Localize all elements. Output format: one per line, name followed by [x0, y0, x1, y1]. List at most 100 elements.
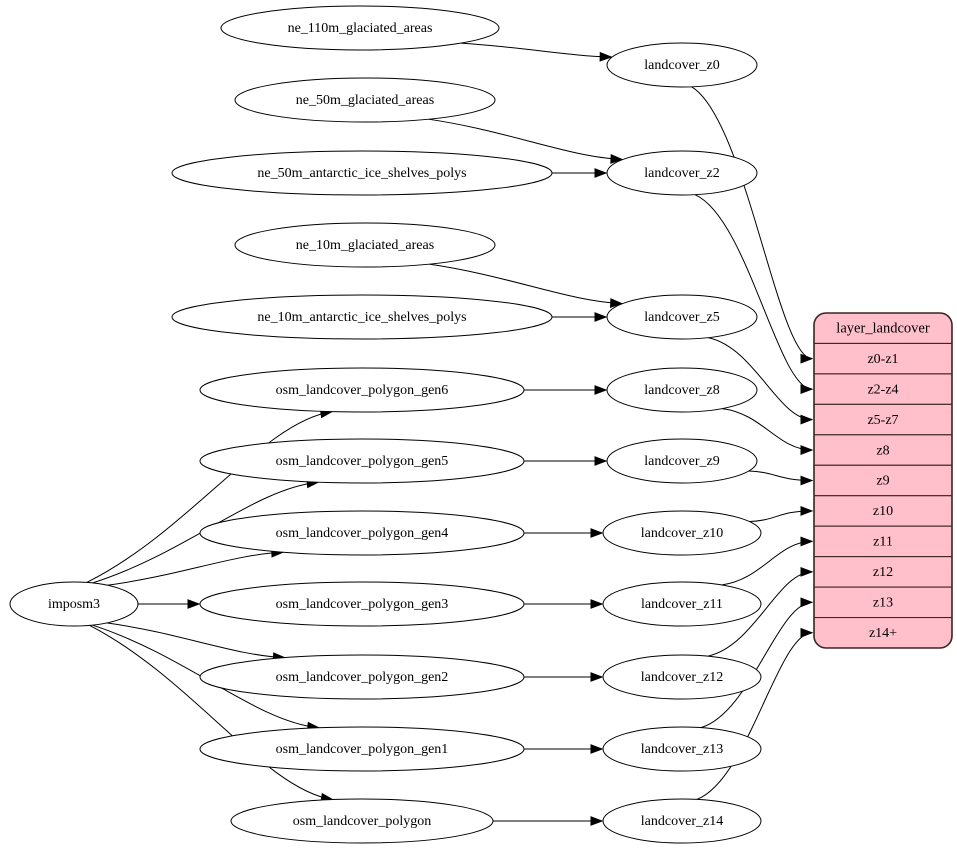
node-shape [602, 510, 762, 556]
edge-imposm3-to-osm_landcover_polygon_gen6 [86, 411, 332, 583]
node-label: ne_110m_glaciated_areas [288, 21, 433, 36]
table-row-label: z2-z4 [867, 382, 898, 397]
edge-landcover_z0-to-layer_landcover_z0-z1-arrowhead [800, 353, 814, 364]
edge-landcover_z11-to-layer_landcover_z11-arrowhead [800, 536, 814, 547]
node-shape [602, 654, 762, 700]
node-shape [199, 726, 525, 772]
node-ne_10m_antarctic_ice_shelves_polys[interactable]: ne_10m_antarctic_ice_shelves_polys [171, 294, 553, 340]
table-row-label: z13 [873, 596, 893, 611]
edge-ne_50m_glaciated_areas-to-landcover_z2-arrowhead [610, 153, 624, 164]
edge-ne_10m_antarctic_ice_shelves_polys-to-landcover_z5-arrowhead [594, 312, 608, 322]
node-label: osm_landcover_polygon_gen4 [276, 526, 449, 541]
node-landcover_z10[interactable]: landcover_z10 [602, 510, 762, 556]
edge-osm_landcover_polygon_gen6-to-landcover_z8-arrowhead [594, 385, 608, 395]
node-osm_landcover_polygon_gen5[interactable]: osm_landcover_polygon_gen5 [199, 438, 525, 484]
node-shape [220, 5, 500, 51]
node-landcover_z13[interactable]: landcover_z13 [602, 726, 762, 772]
node-label: landcover_z12 [641, 670, 723, 685]
edge-imposm3-to-osm_landcover_polygon [89, 624, 333, 801]
node-imposm3[interactable]: imposm3 [9, 581, 139, 627]
edge-landcover_z0-to-layer_landcover_z0-z1 [691, 86, 813, 360]
node-shape [171, 294, 553, 340]
edge-imposm3-to-osm_landcover_polygon_gen3-arrowhead [187, 599, 201, 609]
table-row-z12[interactable] [814, 556, 952, 588]
edge-imposm3-to-osm_landcover_polygon_gen4 [107, 551, 283, 586]
table-row-label: z8 [876, 443, 889, 458]
node-landcover_z2[interactable]: landcover_z2 [606, 150, 758, 196]
node-label: landcover_z0 [644, 58, 719, 73]
node-label: osm_landcover_polygon_gen6 [276, 383, 449, 398]
node-label: landcover_z2 [644, 166, 719, 181]
node-shape [602, 726, 762, 772]
edge-landcover_z14-to-layer_landcover_z14_-arrowhead [800, 627, 814, 638]
edge-ne_110m_glaciated_areas-to-landcover_z0-arrowhead [599, 51, 613, 62]
node-osm_landcover_polygon_gen4[interactable]: osm_landcover_polygon_gen4 [199, 510, 525, 556]
node-osm_landcover_polygon_gen2[interactable]: osm_landcover_polygon_gen2 [199, 654, 525, 700]
node-shape [230, 798, 494, 844]
edge-landcover_z12-to-layer_landcover_z12-arrowhead [800, 566, 814, 577]
edge-osm_landcover_polygon_gen5-to-landcover_z9-arrowhead [594, 456, 608, 466]
node-ne_10m_glaciated_areas[interactable]: ne_10m_glaciated_areas [234, 222, 496, 268]
node-label: imposm3 [48, 597, 100, 612]
edge-osm_landcover_polygon_gen4-to-landcover_z10-arrowhead [590, 528, 604, 538]
node-shape [602, 798, 762, 844]
node-ne_110m_glaciated_areas[interactable]: ne_110m_glaciated_areas [220, 5, 500, 51]
node-label: ne_10m_antarctic_ice_shelves_polys [257, 310, 466, 325]
table-row-label: z0-z1 [867, 352, 898, 367]
edge-imposm3-to-osm_landcover_polygon_gen2 [106, 622, 285, 659]
node-landcover_z12[interactable]: landcover_z12 [602, 654, 762, 700]
node-shape [602, 581, 762, 627]
node-shape [606, 438, 758, 484]
node-shape [171, 150, 553, 196]
node-shape [606, 367, 758, 413]
table-row-label: z11 [873, 535, 893, 550]
node-shape [234, 222, 496, 268]
node-landcover_z0[interactable]: landcover_z0 [606, 42, 758, 88]
node-label: ne_50m_glaciated_areas [296, 93, 434, 108]
edge-landcover_z10-to-layer_landcover_z10-arrowhead [800, 506, 814, 516]
node-label: ne_10m_glaciated_areas [296, 238, 434, 253]
edge-ne_10m_glaciated_areas-to-landcover_z5-arrowhead [609, 298, 624, 308]
table-row-z2-z4[interactable] [814, 373, 952, 405]
node-label: landcover_z11 [641, 597, 723, 612]
edge-osm_landcover_polygon_gen3-to-landcover_z11-arrowhead [590, 599, 604, 609]
node-landcover_z8[interactable]: landcover_z8 [606, 367, 758, 413]
table-outline [813, 312, 953, 649]
node-landcover_z14[interactable]: landcover_z14 [602, 798, 762, 844]
table-row-z8[interactable] [814, 434, 952, 466]
node-landcover_z9[interactable]: landcover_z9 [606, 438, 758, 484]
table-row-z13[interactable] [814, 586, 952, 619]
node-shape [9, 581, 139, 627]
table-row-z0-z1[interactable] [814, 342, 952, 375]
node-ne_50m_antarctic_ice_shelves_polys[interactable]: ne_50m_antarctic_ice_shelves_polys [171, 150, 553, 196]
node-shape [234, 77, 496, 123]
node-osm_landcover_polygon[interactable]: osm_landcover_polygon [230, 798, 494, 844]
table-row-z9[interactable] [814, 464, 952, 497]
edge-landcover_z14-to-layer_landcover_z14_ [696, 632, 813, 800]
node-label: landcover_z13 [641, 742, 723, 757]
node-osm_landcover_polygon_gen6[interactable]: osm_landcover_polygon_gen6 [199, 367, 525, 413]
table-row-z14+[interactable] [814, 616, 952, 648]
edge-ne_50m_glaciated_areas-to-landcover_z2 [428, 118, 623, 160]
node-label: osm_landcover_polygon [293, 814, 431, 829]
edge-osm_landcover_polygon_gen1-to-landcover_z13-arrowhead [590, 744, 604, 754]
edge-landcover_z2-to-layer_landcover_z2-z4-arrowhead [800, 384, 814, 395]
node-shape [606, 150, 758, 196]
node-ne_50m_glaciated_areas[interactable]: ne_50m_glaciated_areas [234, 77, 496, 123]
table-header-label: layer_landcover [836, 321, 930, 337]
node-osm_landcover_polygon_gen1[interactable]: osm_landcover_polygon_gen1 [199, 726, 525, 772]
nodes-layer: imposm3 ne_110m_glaciated_areas ne_50m_gla… [9, 5, 762, 844]
node-landcover_z11[interactable]: landcover_z11 [602, 581, 762, 627]
node-label: landcover_z8 [644, 383, 719, 398]
edge-landcover_z13-to-layer_landcover_z13-arrowhead [800, 597, 814, 608]
edge-landcover_z8-to-layer_landcover_z8-arrowhead [800, 445, 814, 455]
edge-ne_10m_glaciated_areas-to-landcover_z5 [429, 263, 622, 305]
table-row-label: z10 [873, 504, 893, 519]
node-label: osm_landcover_polygon_gen5 [276, 454, 449, 469]
table-row-label: z5-z7 [867, 413, 898, 428]
node-osm_landcover_polygon_gen3[interactable]: osm_landcover_polygon_gen3 [199, 581, 525, 627]
edge-ne_110m_glaciated_areas-to-landcover_z0 [460, 42, 612, 58]
node-landcover_z5[interactable]: landcover_z5 [606, 294, 758, 340]
